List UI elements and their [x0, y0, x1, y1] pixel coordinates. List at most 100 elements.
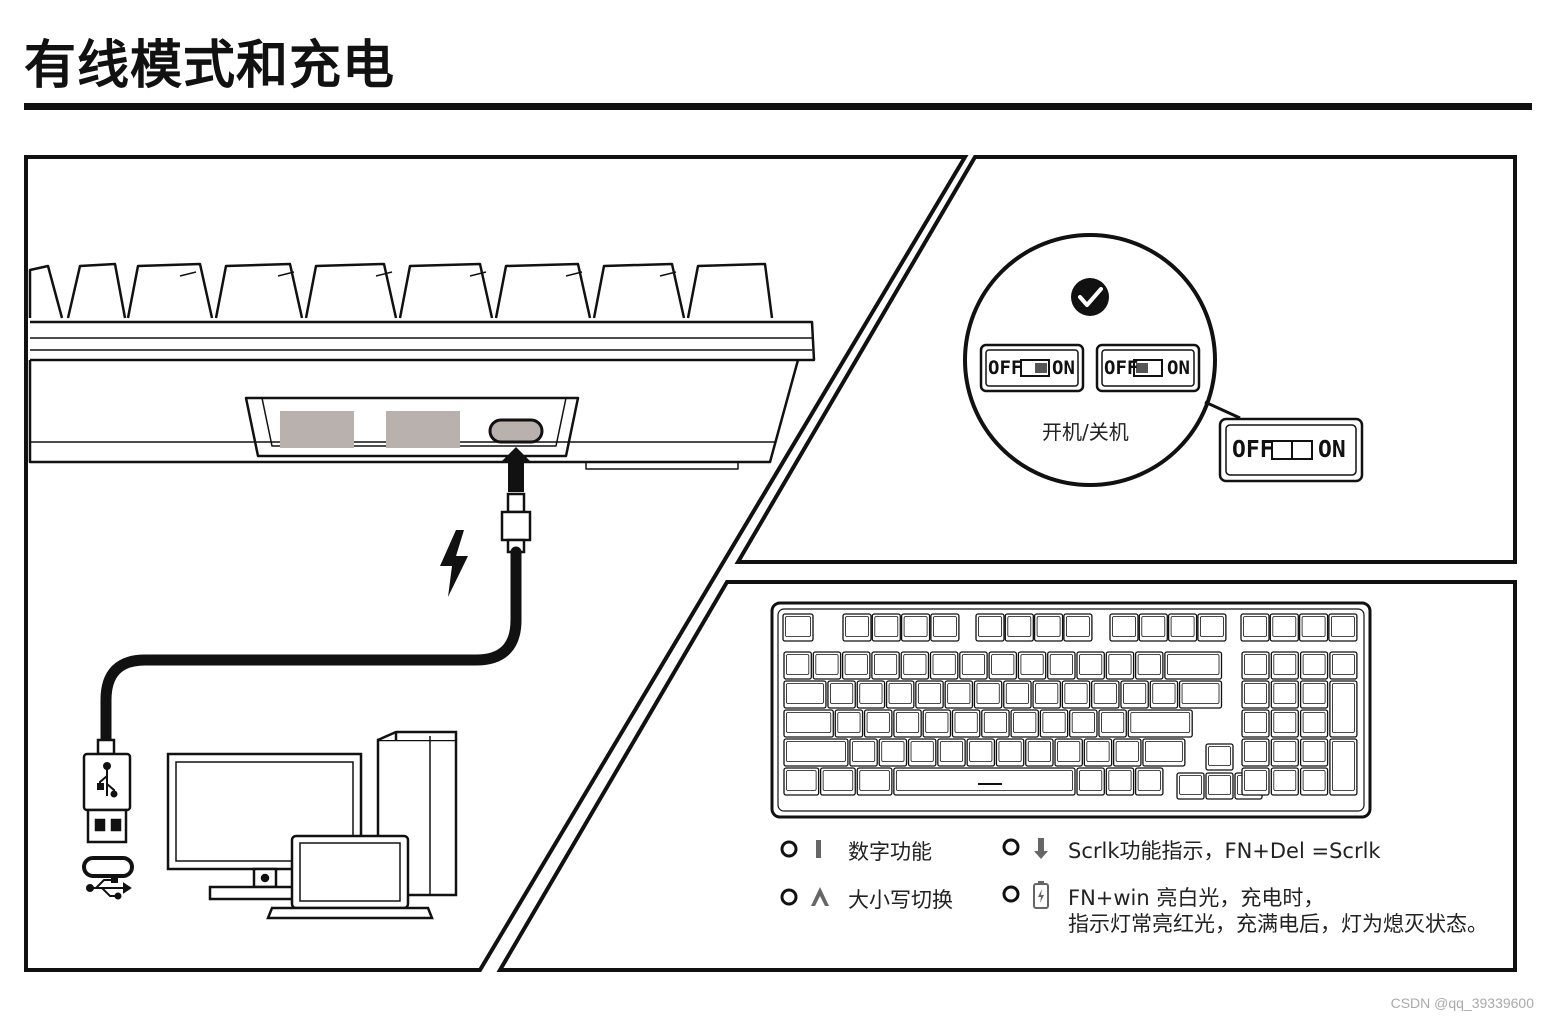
keycap-top — [1005, 683, 1029, 704]
keycap-top — [874, 616, 899, 637]
keycap-top — [1115, 741, 1139, 762]
keycap-top — [933, 616, 957, 637]
keycap-top — [1301, 616, 1326, 637]
num-lock-icon — [816, 840, 821, 858]
keycap-top — [1273, 654, 1297, 675]
switch-neutral-on-label: ON — [1318, 437, 1346, 463]
keycap-top — [1273, 712, 1297, 733]
keycap-top — [910, 741, 934, 762]
keycap-top — [1273, 683, 1297, 704]
top-right-panel-frame — [734, 155, 1517, 564]
keycap-top — [1093, 683, 1117, 704]
caps-lock-icon — [811, 887, 829, 906]
switch-caption: 开机/关机 — [1042, 420, 1129, 444]
keycap-top — [786, 770, 817, 791]
keycap-top — [859, 770, 890, 791]
keycap-top — [978, 616, 1002, 637]
keycap-top — [947, 683, 971, 704]
keycap-top — [1332, 654, 1355, 675]
keycap-top — [998, 741, 1022, 762]
keycap-top — [1244, 683, 1267, 704]
keycap-top — [903, 654, 927, 675]
keycap-top — [1108, 654, 1132, 675]
keycap-top — [1244, 741, 1267, 762]
title-underline — [24, 103, 1532, 110]
keycap-top — [1273, 741, 1297, 762]
keycap-top — [1049, 654, 1073, 675]
keycap-top — [1332, 741, 1355, 791]
legend-caps-lock-text: 大小写切换 — [848, 888, 953, 912]
keycap-top — [1086, 741, 1110, 762]
keycap-top — [939, 741, 964, 762]
legend-battery-text-line1: FN+win 亮白光，充电时， — [1068, 886, 1325, 910]
keycap-top — [1079, 654, 1103, 675]
mode-switch-slot-2 — [386, 411, 460, 448]
keycap-top — [1066, 616, 1090, 637]
keycap-top — [1035, 683, 1059, 704]
keycap-top — [1137, 654, 1161, 675]
keycap-top — [1273, 770, 1297, 791]
keycap-top — [1302, 654, 1326, 675]
laptop-icon — [266, 834, 434, 920]
watermark: CSDN @qq_39339600 — [1390, 995, 1534, 1011]
switch-off-on-label: ON — [1167, 357, 1190, 379]
keycap-top — [844, 654, 868, 675]
scroll-lock-icon — [1034, 838, 1048, 859]
keycap-top — [852, 741, 876, 762]
keycap-top — [1244, 770, 1267, 791]
usb-c-plug — [500, 492, 532, 554]
page-title: 有线模式和充电 — [24, 36, 396, 96]
keycap-top — [785, 616, 811, 637]
switch-on-on-label: ON — [1052, 357, 1075, 379]
legend-battery-text-line2: 指示灯常亮红光，充满电后，灯为熄灭状态。 — [1068, 912, 1488, 936]
keycap-top — [786, 654, 810, 675]
keycap-top — [1170, 616, 1195, 637]
usb-cable — [100, 546, 522, 748]
keycap-top — [932, 654, 956, 675]
mode-switch-slot-1 — [280, 411, 354, 448]
keycap-top — [1200, 616, 1224, 637]
switch-neutral-off-label: OFF — [1232, 437, 1274, 463]
keycap-top — [786, 741, 846, 762]
keycap-top — [991, 654, 1015, 675]
keycap-top — [1071, 712, 1095, 733]
keycap-top — [1272, 616, 1297, 637]
switch-off-off-label: OFF — [1104, 357, 1139, 379]
keycap-top — [1179, 775, 1202, 795]
keycap-top — [866, 712, 890, 733]
switch-neutral-state — [1218, 417, 1364, 483]
keycap-top — [845, 616, 869, 637]
checkmark-icon — [1071, 278, 1109, 316]
left-panel-frame — [24, 155, 969, 972]
keycap-top — [1123, 683, 1147, 704]
keycap-top — [954, 712, 978, 733]
legend-led-scroll — [1002, 838, 1020, 856]
keycap-top — [1027, 741, 1051, 762]
keycap-top — [1208, 775, 1231, 795]
switch-on-state — [979, 343, 1085, 393]
keycap-top — [786, 712, 832, 733]
keycap-top — [830, 683, 854, 704]
keycap-top — [1302, 770, 1326, 791]
keycap-top — [1243, 616, 1267, 637]
keycap-top — [1152, 683, 1176, 704]
usb-symbol-icon — [86, 876, 132, 900]
keycap-top — [1302, 712, 1326, 733]
keycap-top — [1332, 683, 1355, 733]
keycap-top — [1181, 683, 1220, 704]
keycap-top — [1007, 616, 1032, 637]
keycap-top — [859, 683, 883, 704]
zoom-pointer-line — [1204, 400, 1241, 420]
keycap-top — [903, 616, 928, 637]
switch-on-off-label: OFF — [988, 357, 1023, 379]
keycap-top — [1042, 712, 1066, 733]
keycap-top — [1013, 712, 1037, 733]
battery-icon — [1033, 881, 1049, 909]
keycap-top — [1302, 683, 1326, 704]
keycap-top — [925, 712, 949, 733]
keycap-top — [881, 741, 905, 762]
lightning-icon — [440, 530, 468, 597]
keycap-top — [888, 683, 912, 704]
keycap-top — [1302, 741, 1326, 762]
